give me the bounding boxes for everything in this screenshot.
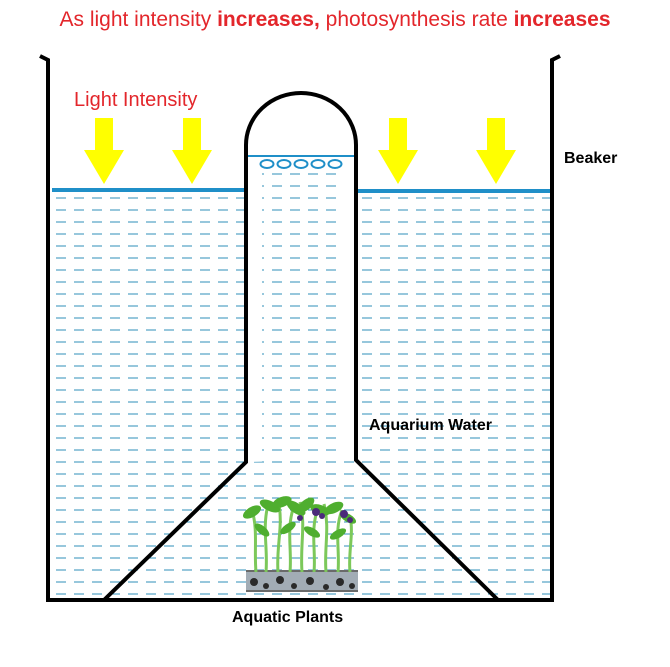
oxygen-bubble-icon bbox=[293, 159, 309, 169]
oxygen-bubbles bbox=[259, 159, 343, 169]
aquatic-plants-label: Aquatic Plants bbox=[232, 609, 343, 626]
aquarium-water-label: Aquarium Water bbox=[369, 417, 492, 434]
inverted-funnel bbox=[102, 91, 500, 602]
aquatic-plant-icon bbox=[242, 496, 358, 592]
down-arrow-icon bbox=[84, 118, 124, 184]
title-bold-2: increases bbox=[513, 8, 611, 31]
down-arrow-icon bbox=[172, 118, 212, 184]
beaker-label: Beaker bbox=[564, 150, 617, 167]
light-intensity-label: Light Intensity bbox=[74, 89, 197, 111]
water-body bbox=[48, 168, 552, 600]
oxygen-bubble-icon bbox=[327, 159, 343, 169]
diagram-title: As light intensity increases, photosynth… bbox=[0, 8, 670, 32]
beaker-outline bbox=[39, 54, 561, 602]
title-part-2: photosynthesis rate bbox=[319, 8, 514, 31]
down-arrow-icon bbox=[476, 118, 516, 184]
light-arrows bbox=[84, 118, 516, 184]
title-bold-1: increases, bbox=[217, 8, 320, 31]
down-arrow-icon bbox=[378, 118, 418, 184]
oxygen-bubble-icon bbox=[259, 159, 275, 169]
oxygen-bubble-icon bbox=[310, 159, 326, 169]
title-part-1: As light intensity bbox=[59, 8, 218, 31]
oxygen-bubble-icon bbox=[276, 159, 292, 169]
